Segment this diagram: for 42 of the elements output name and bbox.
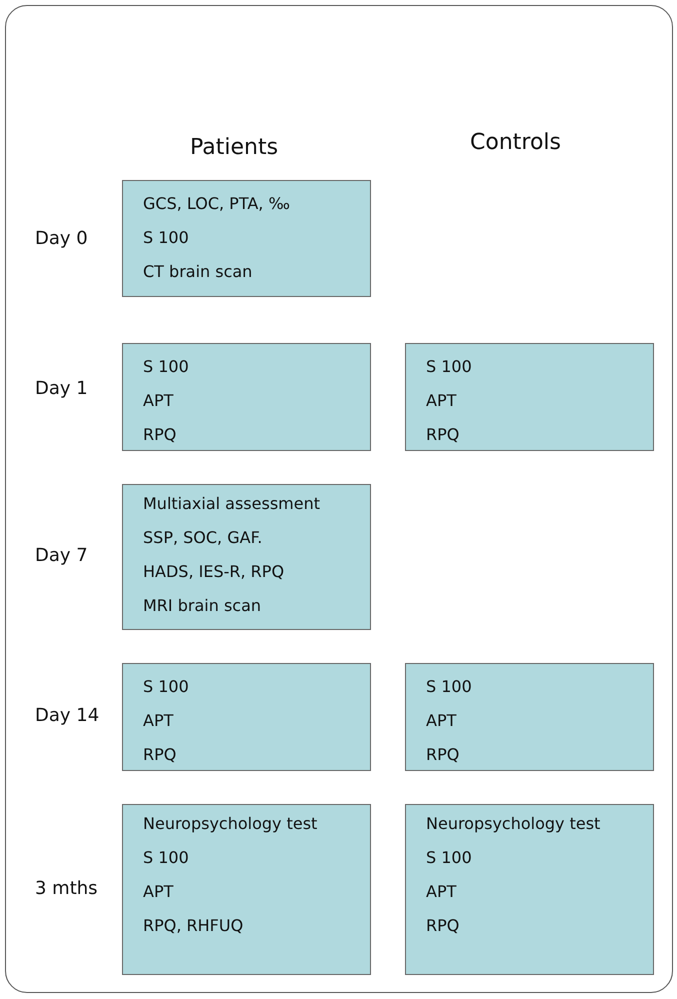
row-label: Day 1 (35, 378, 88, 399)
measure-text: CT brain scan (143, 261, 254, 283)
measure-text: S 100 (143, 847, 190, 869)
measure-text: Neuropsychology test (426, 813, 602, 835)
measure-text: S 100 (426, 847, 473, 869)
measure-text: RPQ (426, 915, 460, 937)
measure-text: S 100 (426, 676, 473, 698)
measure-text: APT (426, 881, 458, 903)
measures-box (122, 343, 371, 451)
measures-box (405, 804, 654, 975)
measure-text: APT (143, 710, 174, 732)
measure-text: RPQ (143, 424, 178, 446)
measure-text: S 100 (426, 356, 473, 378)
column-heading: Controls (470, 130, 561, 155)
measures-box (122, 804, 371, 975)
measure-text: APT (426, 390, 458, 412)
measure-text: APT (426, 710, 458, 732)
measure-text: Multiaxial assessment (143, 493, 321, 515)
measure-text: S 100 (143, 676, 190, 698)
measure-text: APT (143, 881, 174, 903)
row-label: Day 14 (35, 705, 100, 726)
measure-text: HADS, IES-R, RPQ (143, 561, 286, 583)
measures-box (122, 663, 371, 771)
measure-text: RPQ (426, 744, 460, 766)
measure-text: RPQ (426, 424, 460, 446)
measure-text: RPQ, RHFUQ (143, 915, 244, 937)
measure-text: APT (143, 390, 174, 412)
measure-text: RPQ (143, 744, 178, 766)
measures-box (122, 484, 371, 630)
measures-box (405, 663, 654, 771)
row-label: 3 mths (35, 878, 98, 899)
measures-box (405, 343, 654, 451)
measures-box (122, 180, 371, 297)
measure-text: SSP, SOC, GAF. (143, 527, 264, 549)
measure-text: Neuropsychology test (143, 813, 318, 835)
row-label: Day 0 (35, 228, 88, 249)
column-heading: Patients (190, 135, 278, 160)
measure-text: S 100 (143, 356, 190, 378)
measure-text: S 100 (143, 227, 190, 249)
row-label: Day 7 (35, 545, 88, 566)
measure-text: GCS, LOC, PTA, ‰ (143, 193, 291, 215)
measure-text: MRI brain scan (143, 595, 262, 617)
